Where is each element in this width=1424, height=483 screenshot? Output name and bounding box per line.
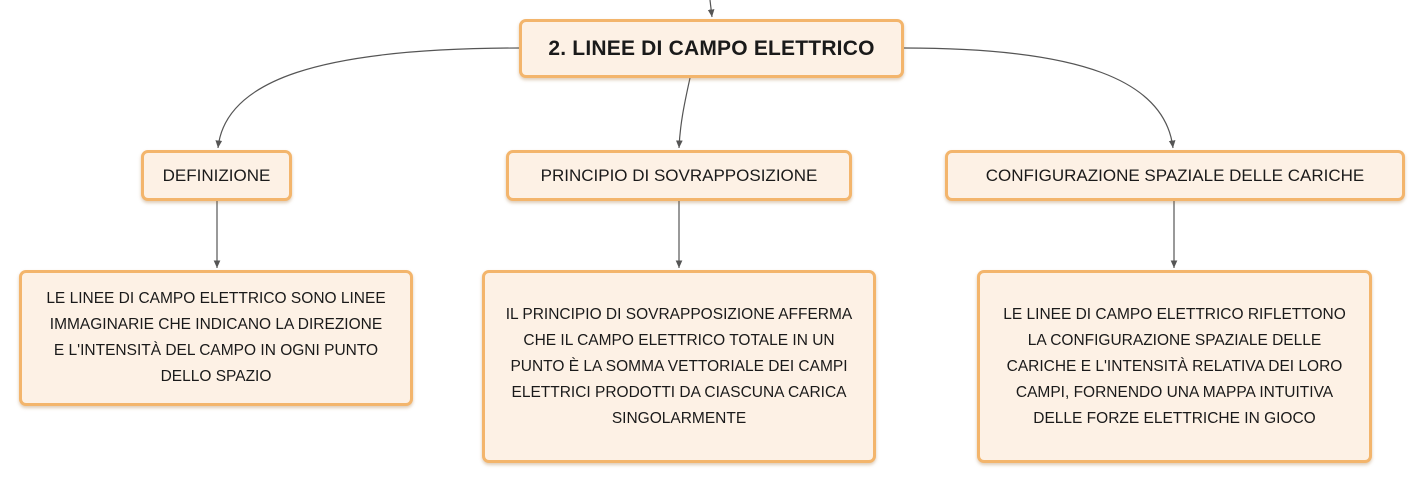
detail-line: LA CONFIGURAZIONE SPAZIALE DELLE	[1027, 331, 1322, 349]
detail-line: LE LINEE DI CAMPO ELETTRICO SONO LINEE	[46, 290, 386, 307]
topic-node-configurazione[interactable]: CONFIGURAZIONE SPAZIALE DELLE CARICHE	[945, 150, 1405, 201]
detail-line: CAMPI, FORNENDO UNA MAPPA INTUITIVA	[1015, 383, 1334, 401]
detail-line: ELETTRICI PRODOTTI DA CIASCUNA CARICA	[511, 383, 847, 401]
detail-line: SINGOLARMENTE	[611, 409, 747, 427]
connector-root-to-sovrapposizione	[675, 77, 691, 149]
detail-node-definizione[interactable]: LE LINEE DI CAMPO ELETTRICO SONO LINEE I…	[19, 270, 413, 406]
detail-line: PUNTO È LA SOMMA VETTORIALE DEI CAMPI	[510, 357, 848, 375]
detail-line: CARICHE E L'INTENSITÀ RELATIVA DEI LORO	[1006, 357, 1343, 375]
detail-line: CHE IL CAMPO ELETTRICO TOTALE IN UN	[523, 331, 835, 349]
topic-label-sovrapposizione: PRINCIPIO DI SOVRAPPOSIZIONE	[540, 165, 818, 185]
topic-label-definizione: DEFINIZIONE	[162, 165, 271, 185]
detail-line: E L'INTENSITÀ DEL CAMPO IN OGNI PUNTO	[53, 342, 379, 359]
root-node-label: 2. LINEE DI CAMPO ELETTRICO	[548, 36, 875, 60]
detail-node-configurazione[interactable]: LE LINEE DI CAMPO ELETTRICO RIFLETTONO L…	[977, 270, 1372, 463]
detail-line: IMMAGINARIE CHE INDICANO LA DIREZIONE	[49, 316, 383, 333]
connector-parent-to-root	[707, 0, 715, 18]
topic-node-sovrapposizione[interactable]: PRINCIPIO DI SOVRAPPOSIZIONE	[506, 150, 852, 201]
detail-node-sovrapposizione[interactable]: IL PRINCIPIO DI SOVRAPPOSIZIONE AFFERMA …	[482, 270, 876, 463]
detail-line: LE LINEE DI CAMPO ELETTRICO RIFLETTONO	[1003, 305, 1346, 323]
connector-root-to-definizione	[215, 47, 521, 149]
detail-text-definizione: LE LINEE DI CAMPO ELETTRICO SONO LINEE I…	[46, 286, 385, 390]
topic-node-definizione[interactable]: DEFINIZIONE	[141, 150, 292, 201]
topic-label-configurazione: CONFIGURAZIONE SPAZIALE DELLE CARICHE	[985, 165, 1365, 185]
connector-root-to-configurazione	[903, 47, 1176, 149]
root-node[interactable]: 2. LINEE DI CAMPO ELETTRICO	[519, 19, 904, 78]
detail-line: DELLE FORZE ELETTRICHE IN GIOCO	[1033, 409, 1316, 427]
detail-text-sovrapposizione: IL PRINCIPIO DI SOVRAPPOSIZIONE AFFERMA …	[506, 302, 853, 432]
detail-text-configurazione: LE LINEE DI CAMPO ELETTRICO RIFLETTONO L…	[1003, 302, 1346, 432]
detail-line: IL PRINCIPIO DI SOVRAPPOSIZIONE AFFERMA	[505, 305, 853, 323]
detail-line: DELLO SPAZIO	[160, 368, 272, 385]
